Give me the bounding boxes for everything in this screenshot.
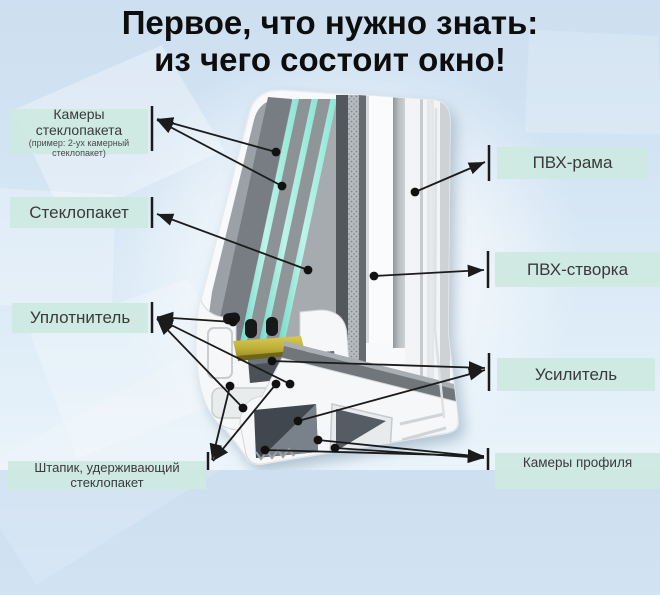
feature-dot [238,403,248,413]
label-profile-chambers: Камеры профиля [495,453,660,489]
label-reinforcement-text: Усилитель [534,364,618,384]
title-line-2: из чего состоит окно! [154,41,506,78]
sash-frame-gap [393,93,405,348]
feature-dot [330,443,340,453]
label-profile-chambers-text: Камеры профиля [522,455,633,470]
label-glazing-bead-text: Штапик, удерживающий стеклопакет [34,460,180,490]
feature-dot [410,187,420,197]
label-glazing-bead: Штапик, удерживающий стеклопакет [8,460,206,490]
label-pvc-frame: ПВХ-рама [497,147,648,179]
feature-dot [271,147,281,157]
feature-dot [228,317,238,327]
feature-dot [271,379,281,389]
label-reinforcement: Усилитель [497,358,655,391]
label-glass-chambers-subtext: (пример: 2-ух камерный стеклопакет) [28,137,130,158]
sash-face [366,93,393,343]
label-pvc-frame-text: ПВХ-рама [532,153,613,172]
label-seal: Уплотнитель [12,303,148,333]
window-profile [195,89,460,466]
feature-dot [293,416,303,426]
feature-dot [369,271,379,281]
feature-dot [267,356,277,366]
feature-dot [313,435,323,445]
frame-face-line [420,93,423,393]
label-pvc-sash: ПВХ-створка [495,252,660,287]
page-title: Первое, что нужно знать: из чего состоит… [0,4,660,78]
label-glass-unit: Стеклопакет [10,197,148,228]
feature-dot [260,445,270,455]
spacer-bar [348,95,360,365]
label-seal-text: Уплотнитель [29,308,131,327]
feature-dot [277,181,287,191]
feature-dot [225,381,235,391]
rubber-seal-pane [266,317,278,336]
frame-face-streak [427,93,434,393]
infographic-page: { "title": { "line1": "Первое, что нужно… [0,0,660,470]
feature-dot [303,265,313,275]
label-glass-chambers-text: Камеры стеклопакета [35,105,123,138]
feature-dot [285,379,295,389]
title-line-1: Первое, что нужно знать: [121,4,539,41]
label-glass-chambers: Камеры стеклопакета (пример: 2-ух камерн… [10,105,148,158]
spacer-bar-edge [359,95,366,365]
rubber-seal-pane [245,319,257,338]
label-glass-unit-text: Стеклопакет [29,202,129,222]
sash-face-edge [366,93,369,343]
label-pvc-sash-text: ПВХ-створка [526,259,629,279]
